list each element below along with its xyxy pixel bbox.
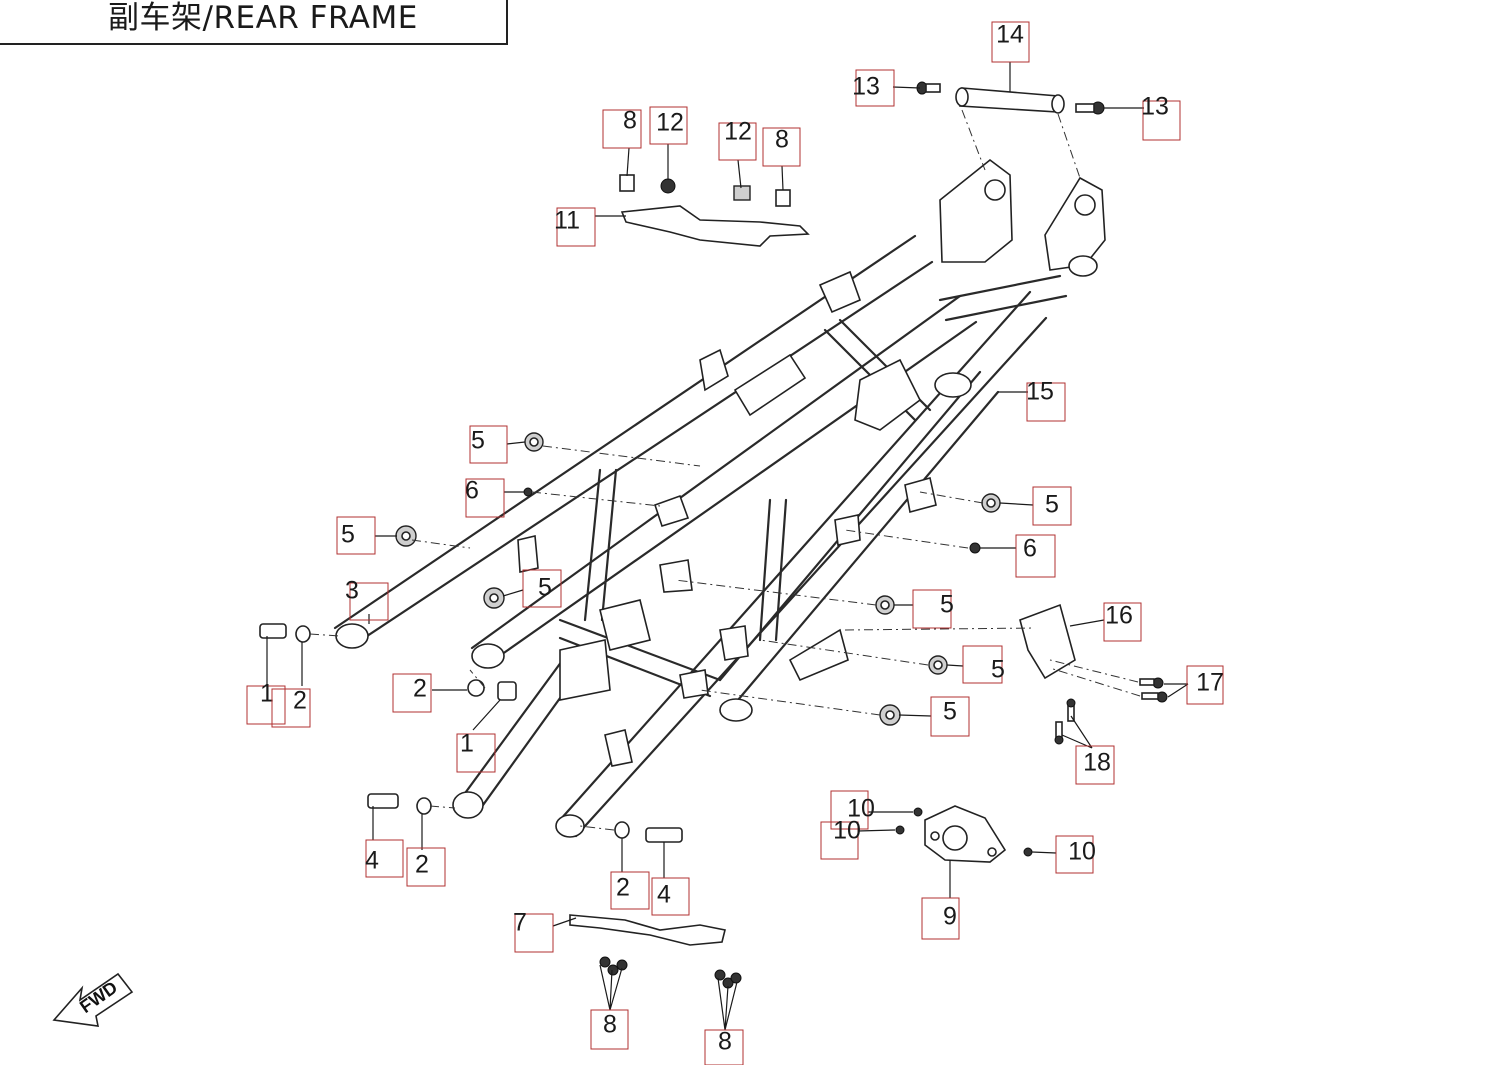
callout-8-top-right-label: 8 xyxy=(775,126,789,154)
callout-11-label: 11 xyxy=(554,207,580,235)
callout-12-left: 12 xyxy=(649,106,688,145)
callout-18: 18 xyxy=(1075,745,1115,785)
callout-16-label: 16 xyxy=(1105,602,1133,630)
callout-2-c: 2 xyxy=(406,847,446,887)
callout-10-b-label: 10 xyxy=(833,817,861,845)
callout-13-right-label: 13 xyxy=(1141,93,1169,121)
fwd-arrow: FWD xyxy=(52,972,134,1027)
callout-12-right-label: 12 xyxy=(724,118,752,146)
callout-11: 11 xyxy=(554,207,596,247)
callout-10-a-label: 10 xyxy=(847,795,875,823)
callout-8-bottom-right-label: 8 xyxy=(718,1028,732,1056)
callout-13-left: 13 xyxy=(852,69,895,107)
callout-13-right: 13 xyxy=(1141,93,1181,141)
callout-5-b: 5 xyxy=(1032,486,1072,526)
callout-1-b: 1 xyxy=(456,730,496,773)
front-bolts xyxy=(259,623,683,843)
callout-17-label: 17 xyxy=(1196,669,1224,697)
callout-9-label: 9 xyxy=(943,903,957,931)
callouts: 14 13 13 8 12 12 8 11 15 5 6 5 6 5 5 3 5… xyxy=(246,21,1224,1065)
callout-1-a-label: 1 xyxy=(260,680,274,708)
callout-5-f: 5 xyxy=(962,645,1005,684)
callout-14-label: 14 xyxy=(996,21,1024,49)
callout-2-b-label: 2 xyxy=(413,675,427,703)
callout-8-bottom-left: 8 xyxy=(590,1009,629,1050)
leader-lines xyxy=(266,62,1189,1031)
callout-4-b: 4 xyxy=(651,877,690,916)
assembly-lines xyxy=(309,445,1141,831)
callout-5-e: 5 xyxy=(522,569,562,608)
callout-5-f-label: 5 xyxy=(991,656,1005,684)
bracket-plate-9 xyxy=(895,805,1033,863)
callout-1-b-label: 1 xyxy=(460,730,474,758)
callout-8-top-right: 8 xyxy=(762,126,801,167)
callout-15: 15 xyxy=(1026,378,1066,422)
callout-12-left-label: 12 xyxy=(656,109,684,137)
callout-5-e-label: 5 xyxy=(538,574,552,602)
callout-5-b-label: 5 xyxy=(1045,491,1059,519)
callout-10-c: 10 xyxy=(1055,835,1096,874)
callout-16: 16 xyxy=(1103,602,1142,642)
callout-2-d: 2 xyxy=(610,871,650,910)
callout-5-d-label: 5 xyxy=(940,591,954,619)
callout-2-a-label: 2 xyxy=(293,687,307,715)
callout-12-right: 12 xyxy=(718,118,757,161)
callout-13-left-label: 13 xyxy=(852,73,880,101)
callout-2-c-label: 2 xyxy=(415,851,429,879)
pivot-shaft-assembly xyxy=(916,81,1105,179)
callout-14: 14 xyxy=(991,21,1030,63)
callout-10-c-label: 10 xyxy=(1068,838,1096,866)
callout-3-label: 3 xyxy=(345,577,359,605)
callout-8-top-left-label: 8 xyxy=(623,107,637,135)
callout-4-b-label: 4 xyxy=(657,881,671,909)
callout-10-b: 10 xyxy=(820,817,861,860)
callout-5-c: 5 xyxy=(336,516,376,555)
callout-8-bottom-left-label: 8 xyxy=(603,1011,617,1039)
callout-9: 9 xyxy=(921,897,960,940)
callout-5-g: 5 xyxy=(930,696,970,737)
callout-2-b: 2 xyxy=(392,673,432,713)
callout-5-g-label: 5 xyxy=(943,698,957,726)
callout-5-a-label: 5 xyxy=(471,427,485,455)
callout-3: 3 xyxy=(345,577,389,621)
callout-18-label: 18 xyxy=(1083,749,1111,777)
callout-1-a: 1 xyxy=(246,680,286,725)
bracket-16-bolts xyxy=(1054,677,1168,745)
grommets xyxy=(395,432,1001,726)
callout-10-a: 10 xyxy=(830,790,875,830)
callout-4-a-label: 4 xyxy=(365,847,379,875)
top-bracket-11 xyxy=(619,174,810,247)
callout-2-a: 2 xyxy=(271,687,311,728)
callout-8-top-left: 8 xyxy=(602,107,642,149)
callout-15-label: 15 xyxy=(1026,378,1054,406)
callout-6-b-label: 6 xyxy=(1023,535,1037,563)
rear-frame-assembly xyxy=(333,158,1106,838)
callout-5-c-label: 5 xyxy=(341,521,355,549)
lower-plate-7 xyxy=(569,914,742,989)
callout-5-a: 5 xyxy=(469,425,508,464)
callout-6-a-label: 6 xyxy=(465,477,479,505)
callout-7: 7 xyxy=(513,909,554,953)
diagram-title: 副车架/REAR FRAME xyxy=(108,0,418,36)
title-box: 副车架/REAR FRAME xyxy=(0,0,508,45)
callout-6-a: 6 xyxy=(465,477,505,518)
callout-2-d-label: 2 xyxy=(616,874,630,902)
callout-6-b: 6 xyxy=(1015,534,1056,578)
callout-17: 17 xyxy=(1186,665,1224,705)
callout-8-bottom-right: 8 xyxy=(704,1028,744,1065)
callout-7-label: 7 xyxy=(513,909,527,937)
callout-4-a: 4 xyxy=(365,839,404,878)
callout-5-d: 5 xyxy=(912,589,954,629)
